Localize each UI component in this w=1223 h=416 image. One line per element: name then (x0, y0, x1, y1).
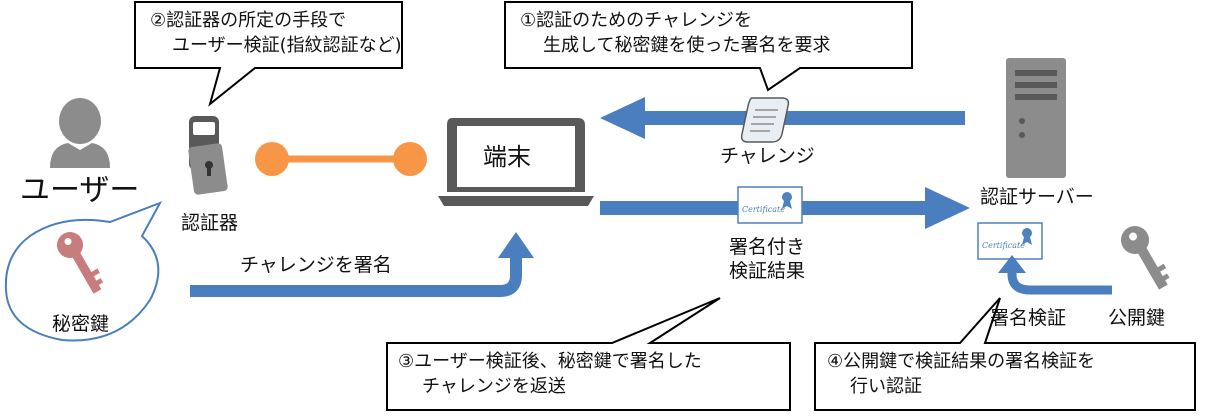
certificate-text: Certificate (742, 205, 785, 214)
signature-verify-label: 署名検証 (990, 307, 1067, 329)
scroll-icon (740, 97, 790, 143)
public-key-icon (1121, 226, 1170, 290)
callout-step3-line2: チャレンジを返送 (422, 376, 566, 397)
terminal-label: 端末 (483, 143, 531, 171)
callout-step3-line1: ③ユーザー検証後、秘密鍵で署名した (398, 351, 702, 372)
auth-server-label: 認証サーバー (980, 186, 1094, 208)
callout-step4 (814, 297, 1196, 411)
challenge-label: チャレンジ (720, 145, 815, 167)
authenticator-label: 認証器 (181, 212, 239, 234)
private-key-label: 秘密鍵 (52, 313, 110, 335)
callout-step2-line2: ユーザー検証(指紋認証など) (172, 35, 402, 56)
server-icon (1006, 58, 1066, 178)
authenticator-device-icon (188, 116, 228, 195)
sign-challenge-arrow (190, 232, 534, 297)
server-certificate-text: Certificate (982, 241, 1025, 250)
callout-step3 (386, 297, 791, 411)
callout-step4-line1: ④公開鍵で検証結果の署名検証を (827, 351, 1096, 372)
callout-step2-line1: ②認証器の所定の手段で (150, 10, 347, 31)
private-key-icon (57, 232, 104, 294)
callout-step1-line1: ①認証のためのチャレンジを (520, 10, 752, 31)
signed-result-label-line1: 署名付き (729, 236, 806, 258)
signature-verify-arrow (998, 255, 1112, 295)
callout-step1 (504, 1, 913, 92)
callout-step2 (134, 1, 403, 107)
device-terminal-link (255, 142, 427, 176)
callout-step4-line2: 行い認証 (850, 376, 922, 397)
user-icon (50, 98, 110, 168)
callout-step1-line2: 生成して秘密鍵を使った署名を要求 (543, 35, 831, 56)
user-label: ユーザー (20, 173, 140, 208)
public-key-label: 公開鍵 (1108, 307, 1166, 329)
laptop-icon (438, 118, 594, 206)
server-certificate-icon: Certificate (977, 222, 1043, 260)
sign-challenge-label: チャレンジを署名 (240, 254, 392, 276)
signed-result-label-line2: 検証結果 (729, 260, 806, 282)
certificate-icon: Certificate (737, 186, 803, 224)
challenge-arrow (600, 97, 965, 139)
